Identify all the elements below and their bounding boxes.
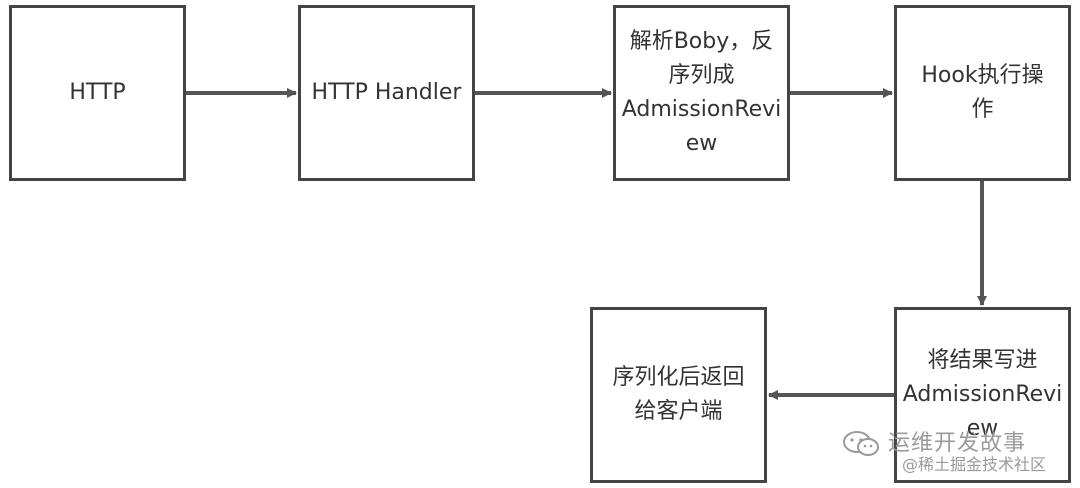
wechat-icon <box>843 431 879 456</box>
node-label-line: HTTP <box>69 80 126 105</box>
node-label-line: 作 <box>971 97 994 122</box>
node-label-line: 解析Boby，反 <box>629 29 774 54</box>
node-label: 解析Boby，反 序列成 AdmissionRevi ew <box>622 25 782 161</box>
node-http-handler: HTTP Handler <box>298 5 475 181</box>
node-http: HTTP <box>9 5 186 181</box>
node-label-line: Hook执行操 <box>921 63 1044 88</box>
node-label-line: HTTP Handler <box>311 80 462 105</box>
node-label-line: 给客户端 <box>634 399 723 424</box>
node-label-line: AdmissionRevi <box>621 97 782 122</box>
node-parse-body: 解析Boby，反 序列成 AdmissionRevi ew <box>613 5 790 181</box>
node-label: 序列化后返回 给客户端 <box>612 361 744 429</box>
node-label-line: 序列成 <box>668 63 735 88</box>
node-label-line: AdmissionRevi <box>902 382 1063 407</box>
watermark: 运维开发故事 @稀土掘金技术社区 <box>842 425 1074 475</box>
node-label-line: ew <box>966 416 999 441</box>
node-write-result: 将结果写进 AdmissionRevi ew <box>894 307 1071 483</box>
node-label: 将结果写进 AdmissionRevi ew <box>903 344 1063 446</box>
node-label-line: 序列化后返回 <box>612 365 745 390</box>
watermark-sub: @稀土掘金技术社区 <box>902 455 1047 474</box>
watermark-name: 运维开发故事 <box>888 431 1027 456</box>
node-label-line: ew <box>685 131 718 156</box>
node-label: HTTP Handler <box>312 76 462 110</box>
node-hook-execute: Hook执行操 作 <box>894 5 1071 181</box>
node-serialize-return: 序列化后返回 给客户端 <box>590 307 767 483</box>
node-label: HTTP <box>69 76 125 110</box>
node-label: Hook执行操 作 <box>921 59 1043 127</box>
node-label-line: 将结果写进 <box>927 348 1038 373</box>
